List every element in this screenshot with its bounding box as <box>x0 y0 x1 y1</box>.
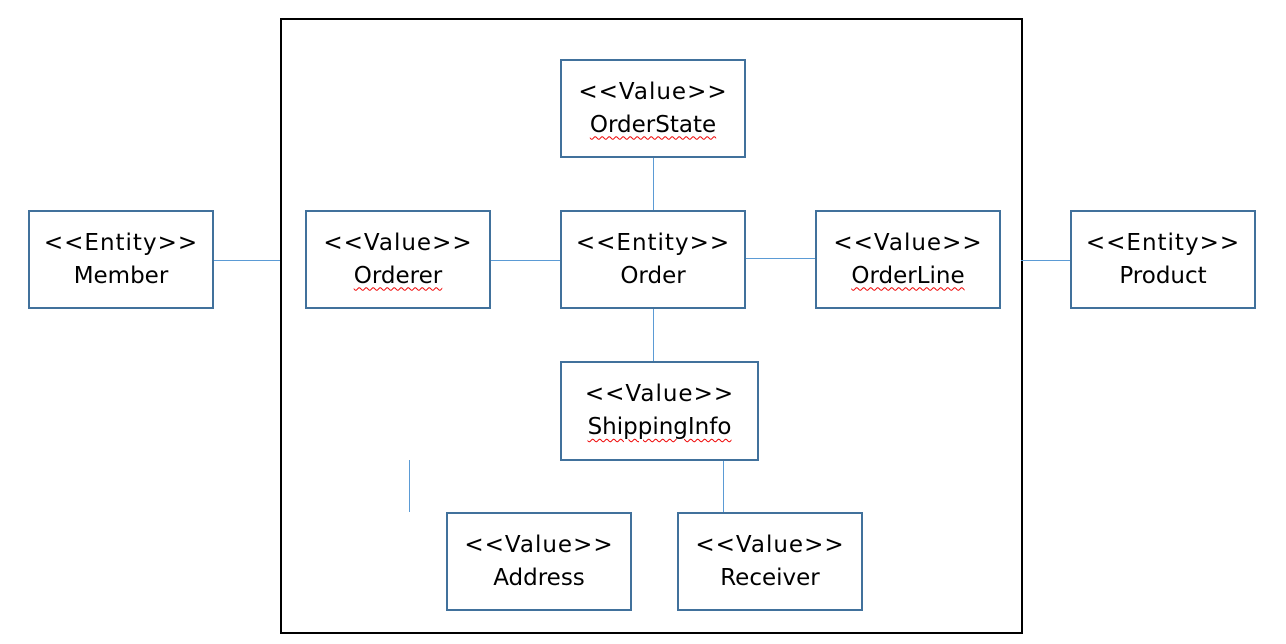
node-orderline[interactable]: <<Value>> OrderLine <box>815 210 1001 309</box>
stereotype-label: <<Value>> <box>464 531 614 558</box>
node-receiver[interactable]: <<Value>> Receiver <box>677 512 863 611</box>
node-name: Member <box>73 262 169 289</box>
stereotype-label: <<Entity>> <box>43 229 199 256</box>
node-shippinginfo[interactable]: <<Value>> ShippingInfo <box>560 361 759 461</box>
connector-order-orderline <box>746 258 815 259</box>
node-name: Receiver <box>720 564 820 591</box>
connector-order-shippinginfo <box>653 308 654 361</box>
connector-aggregate-product <box>1021 260 1070 261</box>
node-name: OrderLine <box>851 262 965 289</box>
stereotype-label: <<Value>> <box>695 531 845 558</box>
node-name: Orderer <box>353 262 443 289</box>
stereotype-label: <<Value>> <box>584 381 735 407</box>
stereotype-label: <<Value>> <box>578 78 728 105</box>
node-name: Product <box>1119 262 1207 289</box>
node-address[interactable]: <<Value>> Address <box>446 512 632 611</box>
connector-shippinginfo-receiver <box>723 460 724 512</box>
node-orderer[interactable]: <<Value>> Orderer <box>305 210 491 309</box>
connector-shippinginfo-address <box>409 460 410 512</box>
node-order[interactable]: <<Entity>> Order <box>560 210 746 309</box>
stereotype-label: <<Value>> <box>833 229 983 256</box>
node-name: Address <box>493 564 585 591</box>
stereotype-label: <<Value>> <box>323 229 473 256</box>
node-name: OrderState <box>589 111 717 138</box>
node-name: ShippingInfo <box>587 414 732 440</box>
order-aggregate-boundary <box>280 18 1023 634</box>
node-product[interactable]: <<Entity>> Product <box>1070 210 1256 309</box>
connector-orderstate-order <box>653 157 654 210</box>
stereotype-label: <<Entity>> <box>1085 229 1241 256</box>
node-name: Order <box>620 262 686 289</box>
connector-member-aggregate <box>214 260 280 261</box>
node-member[interactable]: <<Entity>> Member <box>28 210 214 309</box>
connector-orderer-order <box>491 260 560 261</box>
node-orderstate[interactable]: <<Value>> OrderState <box>560 59 746 158</box>
stereotype-label: <<Entity>> <box>575 229 731 256</box>
